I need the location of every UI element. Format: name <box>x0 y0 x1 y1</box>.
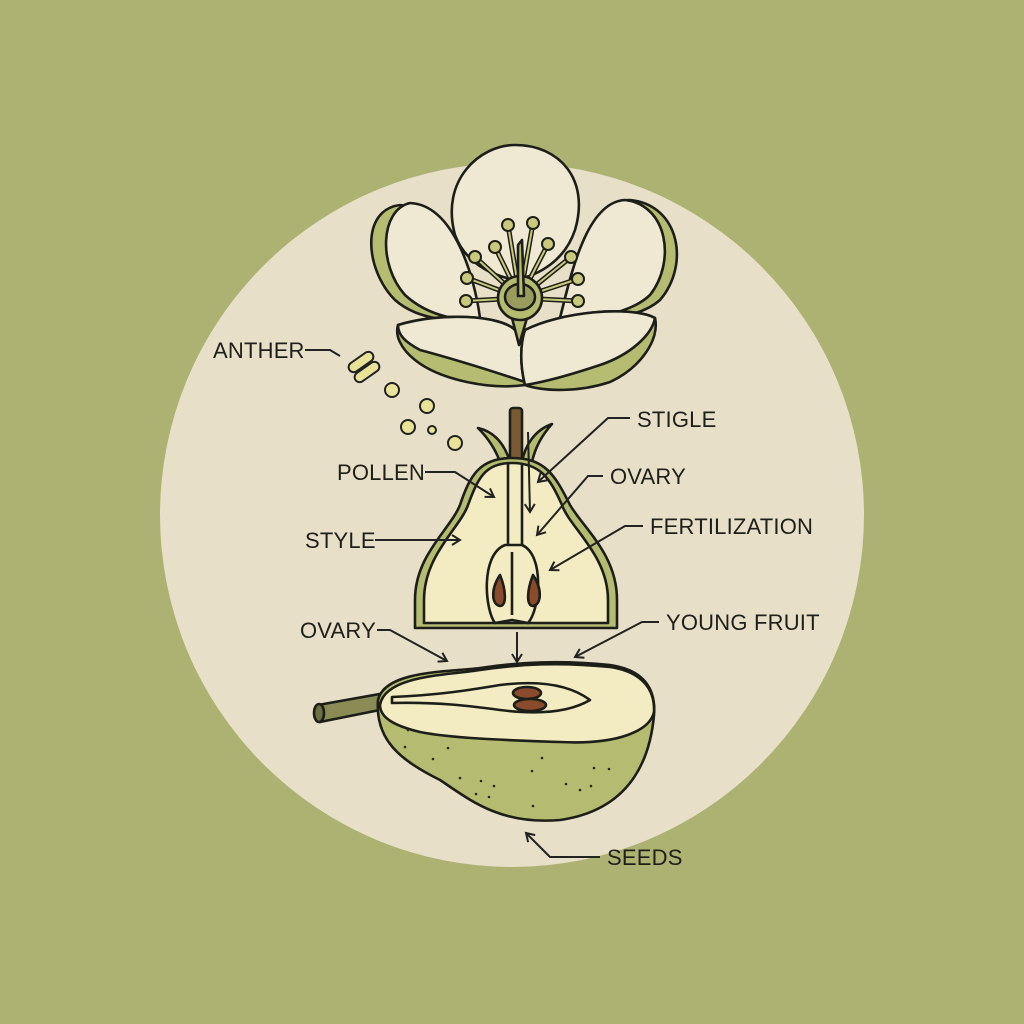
speckle <box>479 779 483 783</box>
speckle <box>589 784 593 788</box>
stigma-down-arrow <box>523 431 536 514</box>
speckle <box>406 728 410 732</box>
label-seeds: SEEDS <box>607 845 683 870</box>
speckle <box>592 766 596 770</box>
speckle <box>540 756 544 760</box>
pollen-grains <box>347 350 463 451</box>
anther <box>541 237 555 251</box>
speckle <box>531 804 535 808</box>
speckle <box>530 769 534 773</box>
ovary-left-leader <box>377 629 449 663</box>
speckle <box>564 782 568 786</box>
pollen-grain <box>427 425 437 435</box>
speckle <box>607 767 611 771</box>
speckle <box>431 757 435 761</box>
fertilization-leader <box>548 525 643 572</box>
anther <box>460 271 474 285</box>
speckle <box>458 776 462 780</box>
anther <box>526 216 540 230</box>
speckle <box>446 746 450 750</box>
seeds-leader <box>524 831 600 858</box>
flower-illustration <box>369 143 679 392</box>
seed <box>512 697 548 713</box>
ovary-right-leader <box>535 475 603 537</box>
label-ovary-left: OVARY <box>300 618 376 643</box>
label-stigle: STIGLE <box>637 407 716 432</box>
fruit-flesh <box>422 461 610 625</box>
halved-pear <box>312 660 656 822</box>
anther <box>501 218 515 232</box>
pollen-grain <box>384 382 400 398</box>
anther <box>459 294 473 308</box>
pollen-grain <box>400 419 416 435</box>
label-anther: ANTHER <box>213 338 305 363</box>
speckle <box>403 745 407 749</box>
speckle <box>492 784 496 788</box>
label-style: STYLE <box>305 528 376 553</box>
speckle <box>474 792 478 796</box>
seed <box>526 573 542 608</box>
label-pollen: POLLEN <box>337 460 425 485</box>
young-fruit-leader <box>573 621 659 659</box>
pollen-grain <box>447 435 463 451</box>
pollen-grain <box>419 398 435 414</box>
anther <box>571 272 585 286</box>
pollen-grain <box>347 350 375 374</box>
anther <box>564 250 578 264</box>
anther-leader <box>305 349 341 357</box>
speckle <box>578 788 582 792</box>
skin-speckles <box>403 728 611 808</box>
seed <box>511 685 543 701</box>
leader-lines <box>305 349 659 858</box>
anther <box>488 240 502 254</box>
label-fertilization: FERTILIZATION <box>650 514 813 539</box>
label-ovary-right: OVARY <box>610 464 686 489</box>
anther <box>468 250 482 264</box>
speckle <box>487 795 491 799</box>
label-young-fruit: YOUNG FRUIT <box>666 610 820 635</box>
anther <box>571 294 585 308</box>
stem <box>508 406 524 466</box>
seed <box>491 573 507 608</box>
pollen-leader <box>425 471 496 499</box>
pollen-grain <box>353 360 381 384</box>
stigle-leader <box>536 417 630 484</box>
